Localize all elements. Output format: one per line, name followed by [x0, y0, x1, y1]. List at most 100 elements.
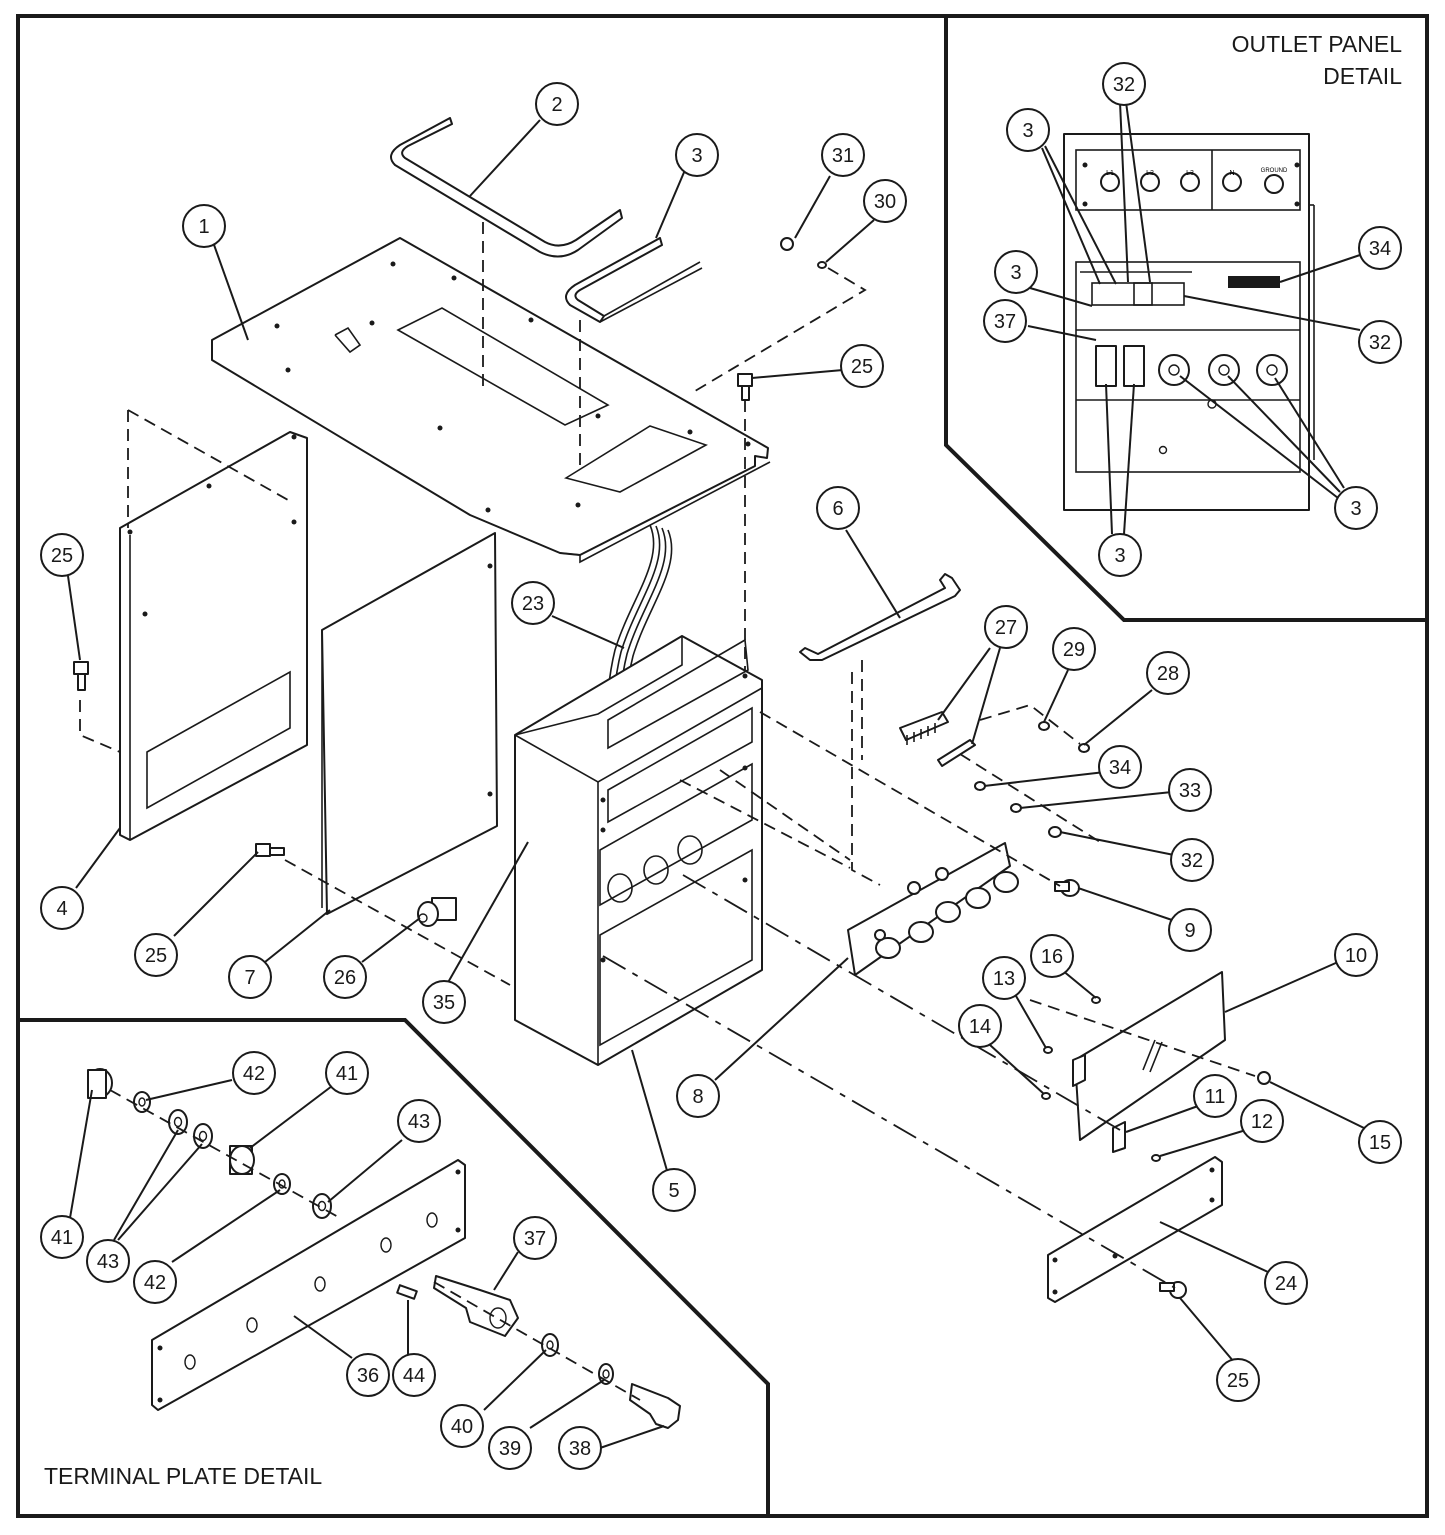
callout-t41b: 41 — [40, 1215, 84, 1259]
callout-number: 37 — [524, 1228, 546, 1250]
callout-circle — [1264, 1261, 1308, 1305]
callout-circle — [1170, 838, 1214, 882]
callout-circle — [1006, 108, 1050, 152]
callout-number: 10 — [1345, 945, 1367, 967]
outlet-label-l3: L3 — [1186, 170, 1194, 177]
callout-circle — [958, 1004, 1002, 1048]
callout-number: 28 — [1157, 663, 1179, 685]
callout-number: 38 — [569, 1438, 591, 1460]
callout-number: 4 — [56, 898, 67, 920]
callout-circle — [1216, 1358, 1260, 1402]
callout-circle — [323, 955, 367, 999]
callout-number: 44 — [403, 1365, 425, 1387]
callout-number: 43 — [408, 1111, 430, 1133]
callout-number: 30 — [874, 191, 896, 213]
callout-circle — [816, 486, 860, 530]
callout-number: 11 — [1205, 1086, 1226, 1108]
callout-number: 34 — [1369, 238, 1391, 260]
outlet-panel-title-line1: OUTLET PANEL — [1232, 31, 1403, 57]
callout-circle — [1358, 320, 1402, 364]
callout-circle — [325, 1051, 369, 1095]
outlet-label-l2: L2 — [1146, 170, 1154, 177]
callout-number: 40 — [451, 1416, 473, 1438]
callout-number: 39 — [499, 1438, 521, 1460]
callout-circle — [1102, 62, 1146, 106]
cover-fasteners — [1041, 996, 1271, 1162]
callout-t41a: 41 — [325, 1051, 369, 1095]
callout-circle — [440, 1404, 484, 1448]
terminal-plate-detail-border — [18, 1018, 770, 1516]
callout-circle — [511, 581, 555, 625]
assembly-lines — [79, 222, 1256, 1289]
callout-number: 29 — [1063, 639, 1085, 661]
callout-t43b: 43 — [86, 1239, 130, 1283]
callout-c12: 12 — [1240, 1099, 1284, 1143]
callout-t42a: 42 — [232, 1051, 276, 1095]
outlet-label-ground: GROUND — [1261, 168, 1288, 174]
callout-circle — [676, 1074, 720, 1118]
callout-c31: 31 — [821, 133, 865, 177]
callout-number: 33 — [1179, 780, 1201, 802]
callout-circle — [1358, 226, 1402, 270]
callout-number: 5 — [668, 1180, 679, 1202]
outlet-panel-drawing: L1 L2 L3 N GROUND — [1063, 133, 1315, 511]
callout-number: 42 — [243, 1063, 265, 1085]
callout-number: 16 — [1041, 946, 1063, 968]
callout-circle — [1168, 768, 1212, 812]
callout-c5: 5 — [652, 1168, 696, 1212]
callout-circle — [994, 250, 1038, 294]
callout-number: 25 — [51, 545, 73, 567]
rear-panel-part — [321, 532, 498, 915]
callout-number: 25 — [851, 356, 873, 378]
outlet-label-l1: L1 — [1106, 170, 1114, 177]
small-fasteners — [974, 721, 1090, 838]
callout-circle — [558, 1426, 602, 1470]
callout-t43a: 43 — [397, 1099, 441, 1143]
callout-number: 24 — [1275, 1273, 1297, 1295]
callout-circle — [422, 980, 466, 1024]
top-cover-part — [211, 237, 771, 564]
callout-c25b: 25 — [40, 533, 84, 577]
callout-circle — [1193, 1074, 1237, 1118]
callout-circle — [1146, 651, 1190, 695]
callout-number: 41 — [51, 1227, 73, 1249]
callout-o3a: 3 — [1006, 108, 1050, 152]
callout-circle — [535, 82, 579, 126]
callout-c26: 26 — [323, 955, 367, 999]
callout-circle — [863, 179, 907, 223]
callout-number: 3 — [691, 145, 702, 167]
callout-number: 23 — [522, 593, 544, 615]
callout-circle — [652, 1168, 696, 1212]
callout-circle — [392, 1353, 436, 1397]
callout-t37: 37 — [513, 1216, 557, 1260]
terminal-plate-title: TERMINAL PLATE DETAIL — [44, 1463, 322, 1489]
callout-number: 35 — [433, 992, 455, 1014]
callout-t36: 36 — [346, 1353, 390, 1397]
callout-number: 12 — [1251, 1111, 1273, 1133]
callout-c3: 3 — [675, 133, 719, 177]
callout-c34: 34 — [1098, 745, 1142, 789]
callout-circle — [513, 1216, 557, 1260]
callout-circle — [488, 1426, 532, 1470]
callout-c25c: 25 — [134, 933, 178, 977]
callout-circle — [1098, 533, 1142, 577]
callout-number: 3 — [1350, 498, 1361, 520]
callout-number: 13 — [993, 968, 1015, 990]
bolt-9 — [1054, 879, 1080, 897]
callout-circle — [984, 605, 1028, 649]
callout-circle — [228, 955, 272, 999]
callout-number: 32 — [1113, 74, 1135, 96]
callout-circle — [821, 133, 865, 177]
outlet-panel-title-line2: DETAIL — [1323, 63, 1402, 89]
callout-circle — [40, 886, 84, 930]
frame-body-part — [514, 635, 763, 1066]
callout-number: 9 — [1184, 920, 1195, 942]
drawing-frame — [16, 14, 1429, 1518]
outlet-panel-detail-border — [944, 16, 1427, 622]
callout-c13: 13 — [982, 956, 1026, 1000]
callout-number: 25 — [1227, 1370, 1249, 1392]
callout-c8: 8 — [676, 1074, 720, 1118]
callout-c23: 23 — [511, 581, 555, 625]
callout-number: 3 — [1114, 545, 1125, 567]
